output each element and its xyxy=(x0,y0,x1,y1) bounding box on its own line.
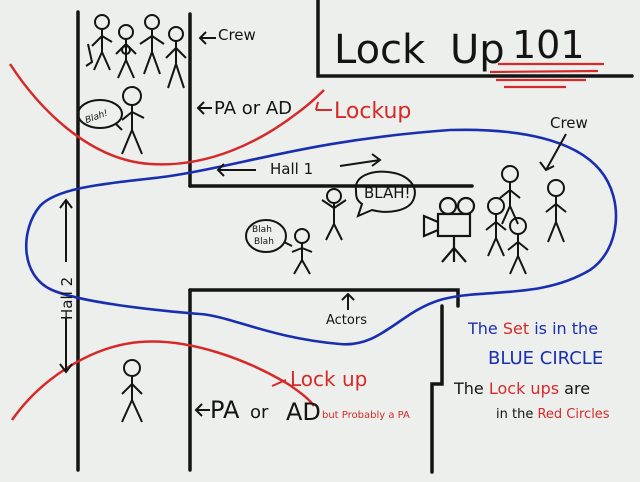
hall1-arrow xyxy=(216,153,382,177)
legend-line-3: The Lock ups are xyxy=(453,379,590,398)
legend-line-1: The Set is in the xyxy=(467,319,598,338)
title-box-wall xyxy=(316,0,634,78)
bubble-top-text: Blah! xyxy=(84,109,110,126)
walls xyxy=(76,0,634,474)
actor-figure-1 xyxy=(321,188,347,241)
pa-or-ad-top-label: PA or AD xyxy=(214,98,292,119)
crew-right-1 xyxy=(499,165,521,225)
actors-label: Actors xyxy=(326,313,367,328)
lockup-top-label: Lockup xyxy=(334,99,411,124)
blah-small-text-1: Blah xyxy=(252,225,272,235)
crew-right-3 xyxy=(485,197,507,257)
pa-figure-top xyxy=(77,86,145,155)
blah-big-bubble xyxy=(354,170,416,218)
legend-line-2: BLUE CIRCLE xyxy=(488,348,603,369)
speech-bubble-top xyxy=(77,99,123,129)
legend-box-wall xyxy=(430,304,444,474)
title-up: Up xyxy=(450,27,505,73)
crew-right-2 xyxy=(545,179,567,243)
lockup-bottom-label: Lock up xyxy=(290,367,367,391)
title-underline-2 xyxy=(489,69,599,74)
set-circle xyxy=(24,128,618,346)
lockup-bottom-pointer xyxy=(271,379,287,387)
blah-big-text: BLAH! xyxy=(364,184,411,202)
blah-small-text-2: Blah xyxy=(254,237,274,247)
crew-right-label: Crew xyxy=(550,114,588,132)
title: Lock Up 101 xyxy=(334,23,604,89)
hall2-arrow xyxy=(59,198,73,374)
crew-right-4 xyxy=(507,217,529,275)
title-101: 101 xyxy=(512,23,585,67)
crew-top-label: Crew xyxy=(218,26,256,44)
pa-top-arrow xyxy=(196,101,212,115)
hall2-label: Hall 2 xyxy=(58,277,76,320)
lockup-circle-bottom xyxy=(10,340,316,421)
pa-bottom-arrow xyxy=(194,403,210,417)
lockup-areas xyxy=(8,63,325,421)
crew-figure-3 xyxy=(139,14,165,75)
crew-figure-4 xyxy=(165,26,187,89)
hall1-bottom-wall xyxy=(188,288,460,308)
crew-figure-1 xyxy=(85,14,113,71)
crew-top-arrow xyxy=(198,31,216,45)
crew-group-top xyxy=(85,14,187,89)
crew-figure-2 xyxy=(115,24,137,79)
lockup-circle-top xyxy=(8,63,325,166)
actors-arrow xyxy=(341,292,355,310)
title-lock: Lock xyxy=(334,27,426,73)
hall1-label: Hall 1 xyxy=(270,160,313,178)
crew-right-arrow xyxy=(539,133,567,172)
ad-bottom-label: AD xyxy=(286,398,321,426)
pa-figure-bottom xyxy=(121,359,143,423)
actor-figure-2 xyxy=(291,228,313,275)
pa-bottom-label: PA xyxy=(210,396,240,424)
lockup-top-pointer xyxy=(315,101,332,111)
camera-icon xyxy=(422,196,476,263)
crew-figures-right xyxy=(485,165,567,275)
legend-line-4: in the Red Circles xyxy=(496,407,610,422)
but-probably-label: but Probably a PA xyxy=(322,410,410,421)
or-bottom-label: or xyxy=(250,402,269,423)
blah-small-bubble xyxy=(245,219,293,253)
legend: The Set is in the BLUE CIRCLE The Lock u… xyxy=(453,319,610,422)
